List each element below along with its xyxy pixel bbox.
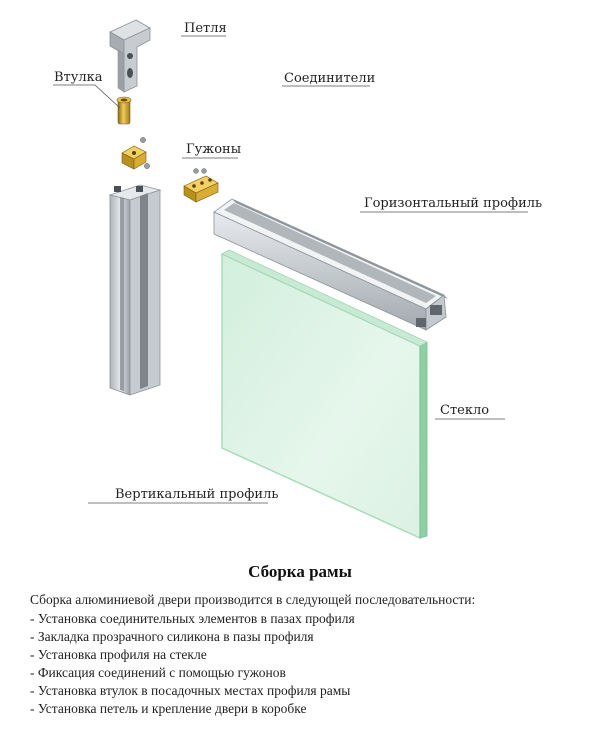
bushing-part (116, 96, 132, 125)
label-hinge: Петля (184, 21, 227, 36)
assembly-step: - Установка петель и крепление двери в к… (30, 701, 307, 716)
label-glass: Стекло (440, 403, 490, 418)
label-horizontal-profile: Горизонтальный профиль (364, 196, 543, 211)
assembly-step: - Закладка прозрачного силикона в пазы п… (30, 629, 314, 644)
label-bushing: Втулка (54, 70, 103, 85)
caption-intro: Сборка алюминиевой двери производится в … (30, 592, 476, 607)
connector-part-2 (183, 175, 219, 203)
assembly-step: - Установка втулок в посадочных местах п… (30, 683, 351, 698)
glass-panel (221, 249, 428, 540)
door-assembly-diagram (53, 19, 528, 540)
vertical-profile-part (108, 184, 162, 396)
horizontal-profile-part (213, 198, 448, 331)
leader-lines (53, 35, 528, 504)
label-nuts: Гужоны (186, 142, 242, 157)
connector-part-1 (121, 145, 147, 170)
label-vertical-profile: Вертикальный профиль (115, 487, 279, 502)
nuts-part (140, 137, 207, 174)
assembly-step: - Установка профиля на стекле (30, 647, 207, 662)
caption-title: Сборка рамы (248, 562, 352, 581)
leader-bushing (53, 84, 121, 109)
assembly-steps-list: - Установка соединительных элементов в п… (30, 610, 355, 718)
assembly-step: - Установка соединительных элементов в п… (30, 611, 355, 626)
label-connectors: Соединители (284, 71, 376, 86)
assembly-step: - Фиксация соединений с помощью гужонов (30, 665, 286, 680)
hinge-part (109, 19, 151, 93)
